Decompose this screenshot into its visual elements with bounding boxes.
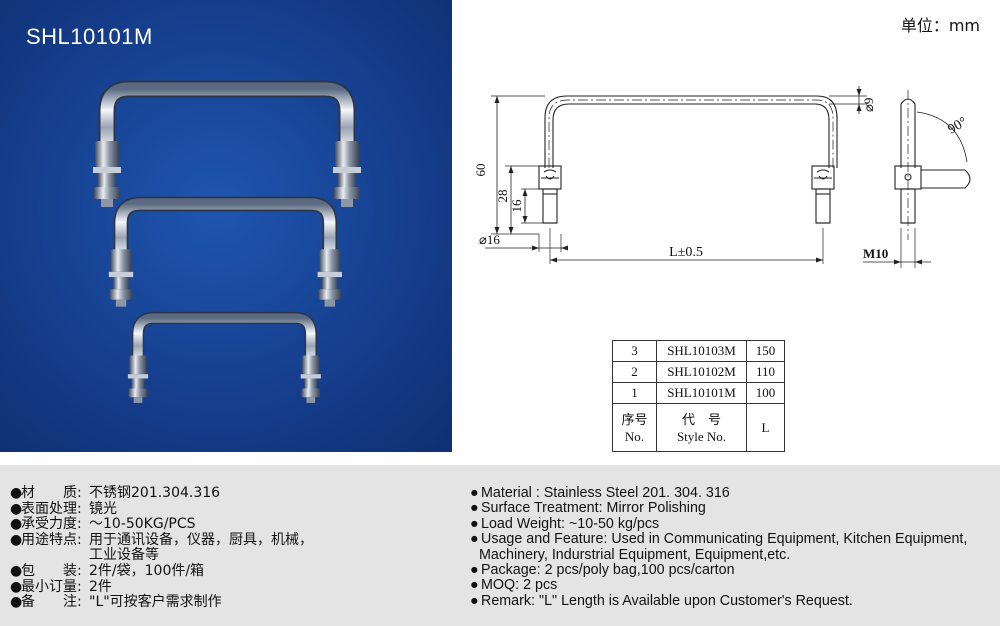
spec-usage-en: ● Usage and Feature: Used in Communicati… (470, 531, 995, 548)
header-style: 代 号 Style No. (656, 403, 747, 452)
spec-remark-cn: ● 备 注: "L"可按客户需求制作 (10, 595, 455, 611)
spec-surface-cn: ● 表面处理: 镜光 (10, 500, 455, 518)
spec-label: 承受力度: (21, 516, 82, 533)
row-number: 3 (612, 340, 657, 362)
dim-rod-diameter: ⌀9 (861, 98, 876, 112)
spec-label: 包 装: (21, 562, 82, 579)
spec-label: 最小订量: (21, 578, 82, 595)
spec-text: MOQ: 2 pcs (481, 577, 558, 594)
spec-text: Load Weight: ~10-50 kg/pcs (481, 515, 660, 532)
spec-info-band: ● 材 质: 不锈钢201.304.316 ● 表面处理: 镜光 ● 承受力度:… (0, 465, 1000, 626)
bullet: ● (10, 562, 23, 579)
spec-moq-cn: ● 最小订量: 2件 (10, 578, 455, 596)
bullet: ● (10, 578, 23, 595)
spec-label: 材 质: (21, 485, 82, 501)
spec-text: Surface Treatment: Mirror Polishing (481, 500, 706, 517)
table-row: 3 SHL10103M 150 (612, 340, 785, 362)
length-value: 100 (746, 382, 785, 404)
spec-usage-cn-cont: 工业设备等 (10, 548, 455, 564)
dim-base-diameter: ⌀16 (479, 232, 500, 247)
unit-label: 单位：mm (900, 16, 980, 35)
style-number: SHL10101M (656, 382, 747, 404)
bullet: ● (10, 594, 23, 611)
bullet: ● (10, 516, 23, 533)
header-style-en: Style No. (676, 428, 727, 444)
spec-value: "L"可按客户需求制作 (89, 594, 222, 611)
spec-value: 工业设备等 (89, 547, 159, 564)
bullet: ● (470, 500, 479, 517)
header-no-en: No. (624, 428, 645, 444)
row-number: 1 (612, 382, 657, 404)
header-style-cn: 代 号 (681, 411, 721, 427)
dimension-drawing: 60 28 16 ⌀16 L±0.5 ⌀9 M10 90° (473, 86, 971, 268)
spec-text: Remark: "L" Length is Available upon Cus… (481, 592, 853, 609)
bullet: ● (10, 531, 23, 548)
table-row: 1 SHL10101M 100 (612, 382, 785, 404)
style-number: SHL10103M (656, 340, 747, 362)
bullet: ● (470, 515, 479, 532)
spec-value: 用于通讯设备，仪器，厨具，机械， (89, 531, 313, 548)
spec-usage-cn: ● 用途特点: 用于通讯设备，仪器，厨具，机械， (10, 531, 455, 549)
technical-drawing: 单位：mm (455, 0, 1000, 300)
specs-chinese: ● 材 质: 不锈钢201.304.316 ● 表面处理: 镜光 ● 承受力度:… (10, 485, 455, 611)
spec-label: 用途特点: (21, 531, 82, 548)
spec-text: Material : Stainless Steel 201. 304. 316 (481, 485, 730, 501)
spec-value: 不锈钢201.304.316 (89, 485, 221, 501)
spec-package-cn: ● 包 装: 2件/袋，100件/箱 (10, 562, 455, 580)
header-no-cn: 序号 (621, 411, 648, 427)
spec-value: 镜光 (89, 500, 117, 517)
spec-load-cn: ● 承受力度: ～10-50KG/PCS (10, 517, 455, 533)
spec-remark-en: ● Remark: "L" Length is Available upon C… (470, 592, 995, 609)
spec-value: 2件 (89, 578, 112, 595)
spec-text: Usage and Feature: Used in Communicating… (481, 531, 968, 548)
bullet: ● (470, 531, 479, 548)
table-row: 2 SHL10102M 110 (612, 361, 785, 383)
specs-english: ● Material : Stainless Steel 201. 304. 3… (470, 485, 995, 609)
length-value: 150 (746, 340, 785, 362)
handle-small-image (128, 318, 321, 403)
bullet: ● (470, 562, 479, 579)
dim-height: 60 (473, 164, 488, 177)
dim-angle: 90° (946, 115, 970, 138)
spec-value: 2件/袋，100件/箱 (89, 562, 205, 579)
product-photo-panel: SHL10101M (0, 0, 452, 452)
dim-mount-height: 28 (495, 190, 510, 203)
header-length: L (746, 403, 785, 452)
spec-package-en: ● Package: 2 pcs/poly bag,100 pcs/carton (470, 562, 995, 579)
bullet: ● (470, 592, 479, 609)
spec-material-en: ● Material : Stainless Steel 201. 304. 3… (470, 485, 995, 501)
row-number: 2 (612, 361, 657, 383)
style-number: SHL10102M (656, 361, 747, 383)
spec-moq-en: ● MOQ: 2 pcs (470, 577, 995, 594)
product-photo (0, 0, 452, 452)
table-header-row: 序号 No. 代 号 Style No. L (612, 403, 785, 452)
spec-text: Package: 2 pcs/poly bag,100 pcs/carton (481, 562, 735, 579)
spec-label: 备 注: (21, 594, 82, 611)
model-code: SHL10101M (26, 24, 153, 49)
dim-length: L±0.5 (669, 245, 703, 260)
spec-usage-en-cont: Machinery, Indurstrial Equipment, Equipm… (470, 546, 995, 563)
spec-surface-en: ● Surface Treatment: Mirror Polishing (470, 500, 995, 517)
bullet: ● (10, 500, 23, 517)
dim-thread-length: 16 (509, 199, 524, 213)
header-no: 序号 No. (612, 403, 657, 452)
spec-text: Machinery, Indurstrial Equipment, Equipm… (479, 546, 791, 563)
spec-load-en: ● Load Weight: ~10-50 kg/pcs (470, 515, 995, 532)
bullet: ● (10, 485, 23, 501)
spec-material-cn: ● 材 质: 不锈钢201.304.316 (10, 485, 455, 502)
length-value: 110 (746, 361, 785, 383)
bullet: ● (470, 485, 479, 501)
spec-label: 表面处理: (21, 500, 82, 517)
spec-value: ～10-50KG/PCS (89, 516, 196, 533)
handle-medium-image (109, 204, 342, 307)
dim-thread: M10 (863, 246, 888, 261)
handle-large-image (93, 89, 361, 207)
spec-table: 3 SHL10103M 150 2 SHL10102M 110 1 SHL101… (612, 340, 785, 452)
bullet: ● (470, 577, 479, 594)
